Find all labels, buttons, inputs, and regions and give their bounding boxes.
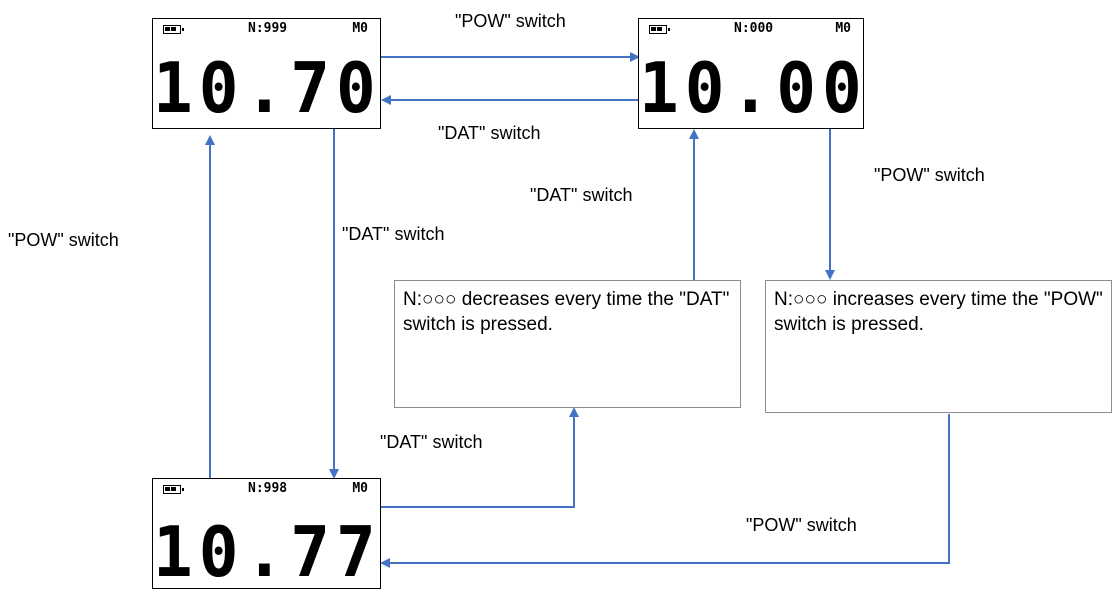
battery-icon [649,25,670,34]
note-decrease: N:○○○ decreases every time the "DAT" swi… [394,280,741,408]
edge-label-pow-bottom: "POW" switch [746,515,857,535]
measurement-count: N:998 [248,481,288,496]
mode-indicator: M0 [352,21,368,36]
arrow-pow-note-to-bottom [380,414,950,568]
measurement-count: N:000 [734,21,774,36]
lcd-display-bottom: N:998 M0 10.77 [152,478,381,589]
mode-indicator: M0 [352,481,368,496]
mode-indicator: M0 [835,21,851,36]
battery-icon [163,485,184,494]
edge-label-pow-right-down: "POW" switch [874,165,985,185]
measurement-reading: 10.00 [639,48,868,129]
edge-label-dat-left-down: "DAT" switch [342,224,445,244]
measurement-count: N:999 [248,21,288,36]
edge-label-pow-left: "POW" switch [8,230,119,250]
lcd-display-top-left: N:999 M0 10.70 [152,18,381,129]
arrow-dat-bottom-to-note [380,407,579,508]
measurement-reading: 10.77 [153,512,382,593]
edge-label-pow-top: "POW" switch [455,11,566,31]
lcd-display-top-right: N:000 M0 10.00 [638,18,864,129]
battery-icon [163,25,184,34]
edge-label-dat-top: "DAT" switch [438,123,541,143]
measurement-reading: 10.70 [153,48,382,129]
edge-label-dat-up-right: "DAT" switch [530,185,633,205]
note-increase: N:○○○ increases every time the "POW" swi… [765,280,1112,413]
edge-label-dat-bottom: "DAT" switch [380,432,483,452]
